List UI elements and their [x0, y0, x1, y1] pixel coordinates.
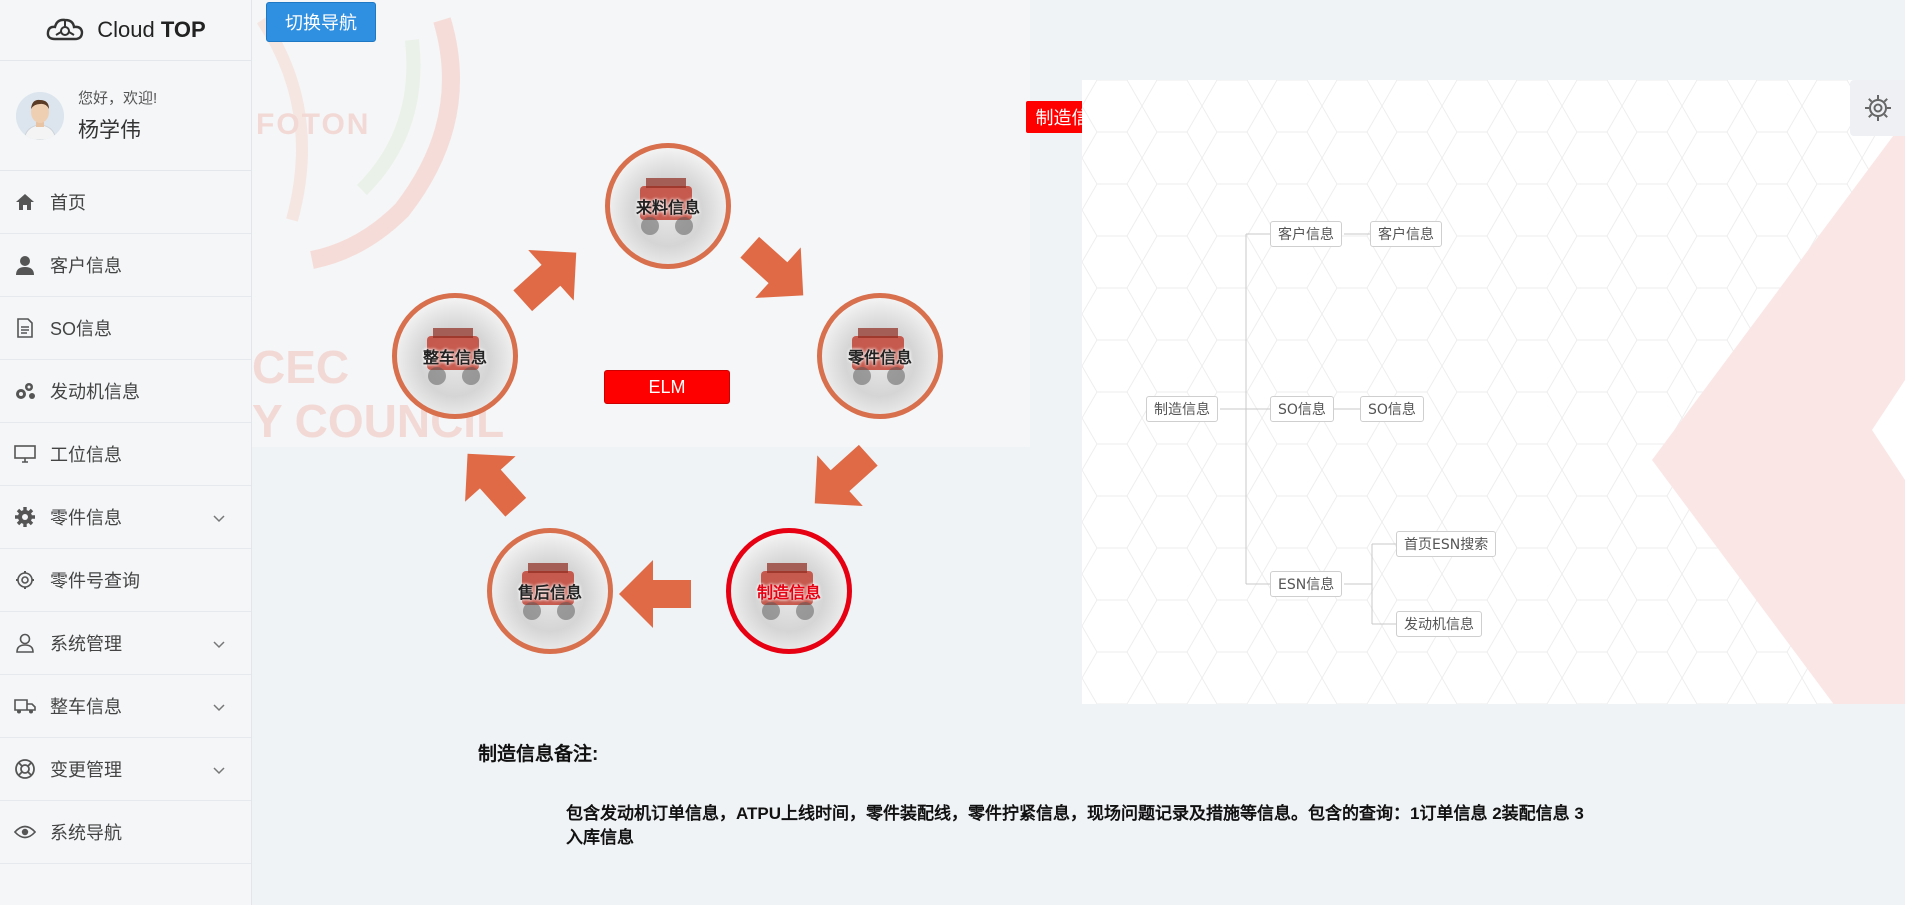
mindmap-node-esn-search[interactable]: 首页ESN搜索	[1396, 531, 1497, 557]
switch-nav-button[interactable]: 切换导航	[266, 2, 376, 42]
arrow-incoming-to-parts	[726, 221, 826, 321]
sidebar-item-station[interactable]: 工位信息	[0, 423, 251, 486]
cycle-node-manufacturing[interactable]: 制造信息	[726, 528, 852, 654]
chevron-down-icon	[213, 636, 225, 654]
greeting-text: 您好，欢迎!	[78, 90, 158, 107]
logo-text: Cloud TOP	[97, 17, 206, 42]
sidebar-menu: 首页 客户信息 SO信息 发动机信息 工位信息 零件信息 零件号查询	[0, 171, 251, 864]
sidebar-item-parts[interactable]: 零件信息	[0, 486, 251, 549]
sidebar-item-label: 客户信息	[50, 256, 122, 276]
cycle-node-incoming[interactable]: 来料信息	[605, 143, 731, 269]
mindmap-background	[1082, 80, 1905, 704]
mindmap-node-so[interactable]: SO信息	[1270, 396, 1334, 422]
gears-icon	[14, 380, 36, 402]
engine-icon	[640, 178, 693, 235]
sidebar-item-part-number-query[interactable]: 零件号查询	[0, 549, 251, 612]
sidebar-item-label: 变更管理	[50, 760, 122, 780]
document-icon	[14, 317, 36, 339]
logo[interactable]: Cloud TOP	[0, 0, 251, 61]
sidebar-item-so[interactable]: SO信息	[0, 297, 251, 360]
sidebar-item-label: 零件号查询	[50, 571, 140, 591]
sidebar-item-label: 发动机信息	[50, 382, 140, 402]
chevron-down-icon	[213, 699, 225, 717]
cycle-node-label: 售后信息	[517, 585, 582, 602]
mindmap-node-engine-info[interactable]: 发动机信息	[1396, 611, 1482, 637]
cycle-node-label: 整车信息	[422, 350, 487, 367]
watermark-swoosh	[257, 16, 460, 269]
mindmap-node-customer[interactable]: 客户信息	[1270, 221, 1342, 247]
monitor-icon	[14, 443, 36, 465]
sidebar-item-label: 系统导航	[50, 823, 122, 843]
sidebar-item-home[interactable]: 首页	[0, 171, 251, 234]
elm-center-button[interactable]: ELM	[604, 370, 730, 404]
avatar[interactable]	[16, 91, 64, 140]
engine-icon	[427, 328, 480, 385]
avatar-image	[16, 91, 64, 140]
cycle-node-after-sales[interactable]: 售后信息	[487, 528, 613, 654]
cycle-node-label: 零件信息	[847, 350, 912, 367]
cycle-node-label: 制造信息	[756, 585, 821, 602]
arrow-manufacturing-to-aftersales	[619, 560, 691, 628]
cycle-node-parts[interactable]: 零件信息	[817, 293, 943, 419]
gear-icon	[1864, 95, 1891, 121]
sidebar-item-vehicle[interactable]: 整车信息	[0, 675, 251, 738]
truck-icon	[14, 695, 36, 717]
chevron-down-icon	[213, 510, 225, 528]
mindmap-connectors	[1220, 233, 1396, 625]
mindmap-node-esn[interactable]: ESN信息	[1270, 571, 1343, 597]
eye-icon	[14, 821, 36, 843]
note-title: 制造信息备注:	[478, 744, 599, 765]
settings-button[interactable]	[1850, 80, 1905, 136]
chevron-down-icon	[213, 762, 225, 780]
arrow-aftersales-to-vehicle	[442, 431, 542, 531]
mindmap-panel: 制造信息 客户信息 客户信息 SO信息 SO信息 ESN信息 首页ESN搜索 发…	[1082, 80, 1905, 704]
user-panel: 您好，欢迎! 杨学伟	[0, 61, 251, 171]
sidebar: Cloud TOP 您好，欢迎! 杨学伟 首页 客户信息 SO	[0, 0, 252, 905]
cycle-node-vehicle[interactable]: 整车信息	[392, 293, 518, 419]
watermark-brand: FOTON	[256, 108, 371, 141]
sidebar-item-label: 整车信息	[50, 697, 122, 717]
mindmap-node-customer-child[interactable]: 客户信息	[1370, 221, 1442, 247]
cog-icon	[14, 506, 36, 528]
engine-icon	[761, 563, 814, 620]
cloud-logo-icon	[46, 18, 84, 41]
sidebar-item-label: SO信息	[50, 319, 113, 339]
arrow-vehicle-to-incoming	[499, 227, 599, 327]
cycle-node-label: 来料信息	[635, 200, 700, 217]
mindmap-root[interactable]: 制造信息	[1146, 396, 1218, 422]
sidebar-item-label: 首页	[50, 193, 86, 213]
engine-icon	[522, 563, 575, 620]
sidebar-item-system-admin[interactable]: 系统管理	[0, 612, 251, 675]
home-icon	[14, 191, 36, 213]
watermark-line1: CEC	[252, 341, 350, 393]
cog-outline-icon	[14, 569, 36, 591]
lifebuoy-icon	[14, 758, 36, 780]
person-outline-icon	[14, 632, 36, 654]
arrow-parts-to-manufacturing	[792, 429, 892, 529]
sidebar-item-system-nav[interactable]: 系统导航	[0, 801, 251, 864]
sidebar-item-label: 系统管理	[50, 634, 122, 654]
user-name: 杨学伟	[78, 119, 141, 142]
sidebar-item-customer[interactable]: 客户信息	[0, 234, 251, 297]
sidebar-item-engine[interactable]: 发动机信息	[0, 360, 251, 423]
sidebar-item-label: 零件信息	[50, 508, 122, 528]
engine-icon	[852, 328, 905, 385]
sidebar-item-change-management[interactable]: 变更管理	[0, 738, 251, 801]
sidebar-item-label: 工位信息	[50, 445, 122, 465]
mindmap-node-so-child[interactable]: SO信息	[1360, 396, 1424, 422]
note-body: 包含发动机订单信息，ATPU上线时间，零件装配线，零件拧紧信息，现场问题记录及措…	[566, 804, 1584, 847]
user-icon	[14, 254, 36, 276]
